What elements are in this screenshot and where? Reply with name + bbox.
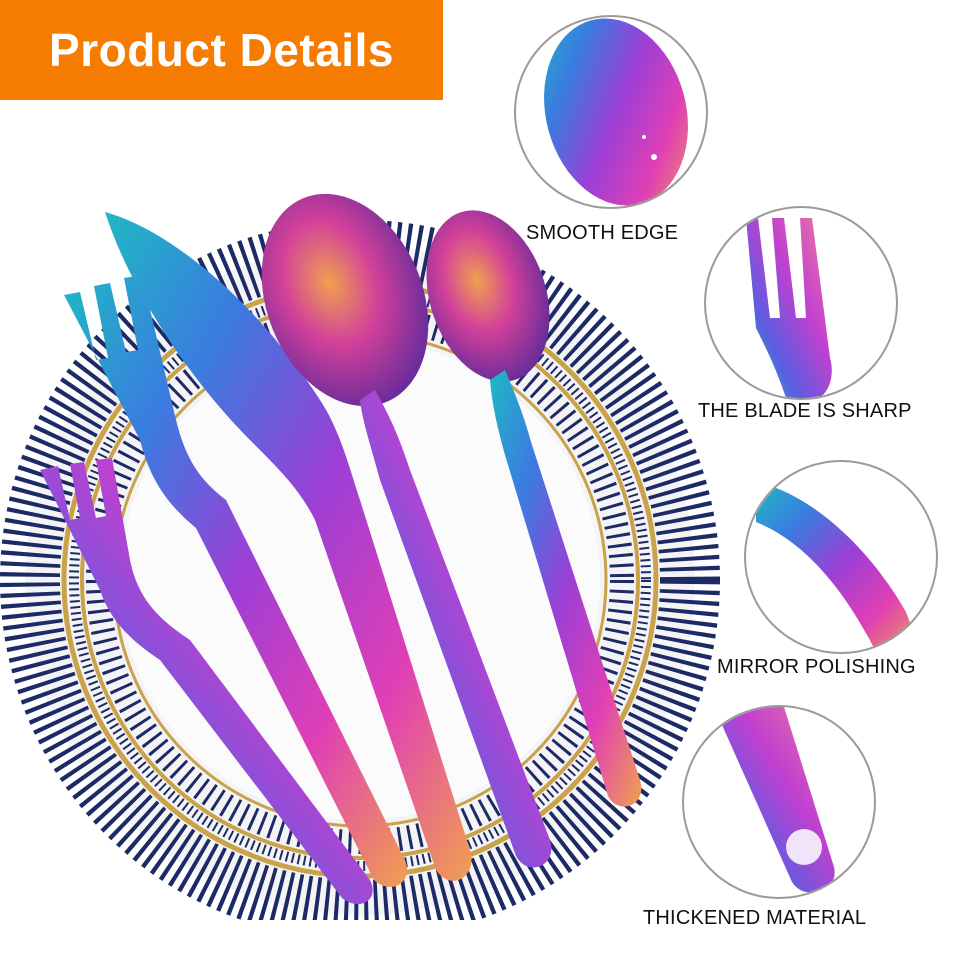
detail-circle-handle — [682, 705, 876, 899]
salad-fork — [40, 458, 373, 905]
detail-circle-knife — [744, 460, 938, 654]
tea-spoon — [426, 210, 642, 807]
detail-label-mirror-polishing: MIRROR POLISHING — [717, 656, 916, 678]
knife-closeup-icon — [756, 482, 921, 652]
table-spoon — [261, 193, 552, 868]
detail-label-smooth-edge: SMOOTH EDGE — [526, 222, 679, 244]
detail-label-blade-sharp: THE BLADE IS SHARP — [698, 400, 912, 422]
handle-closeup-icon — [714, 707, 835, 893]
detail-circle-fork — [704, 206, 898, 400]
dinner-fork — [64, 275, 408, 887]
detail-circle-spoon — [514, 15, 708, 209]
fork-closeup-icon — [746, 218, 832, 398]
detail-label-thickened-material: THICKENED MATERIAL — [643, 907, 867, 929]
flatware-set-image — [0, 193, 720, 920]
dinner-knife — [105, 212, 472, 881]
product-details-banner: Product Details — [0, 0, 443, 100]
spoon-closeup-icon — [544, 18, 688, 206]
banner-title: Product Details — [49, 24, 394, 76]
